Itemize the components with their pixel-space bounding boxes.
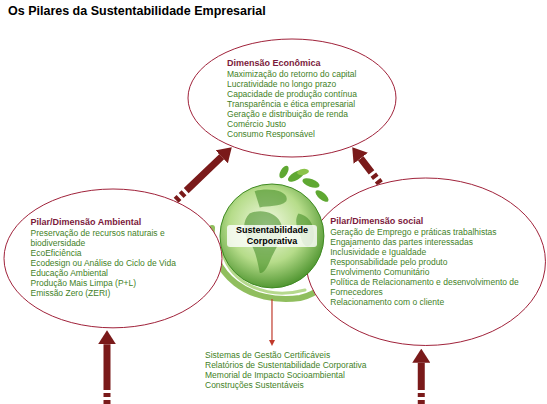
output-list: Sistemas de Gestão CertificáveisRelatóri…: [205, 350, 367, 390]
pillar-item: Emissão Zero (ZERI): [31, 288, 196, 298]
output-item: Sistemas de Gestão Certificáveis: [205, 350, 367, 360]
output-item: Memorial de Impacto Socioambiental: [205, 370, 367, 380]
pillar-item: Responsabilidade pelo produto: [330, 257, 520, 267]
pillar-item: Relacionamento com o cliente: [330, 297, 520, 307]
social-pillar: Pilar/Dimensão socialGeração de Emprego …: [305, 177, 546, 346]
pillar-item: Produção Mais Limpa (P+L): [31, 278, 196, 288]
pillar-item: Transparência e ética empresarial: [227, 99, 357, 109]
pillar-arrow: [361, 158, 380, 183]
pillar-item: Maximização do retorno do capital: [227, 69, 357, 79]
node-content: Sustentabilidade Corporativa: [227, 225, 317, 247]
pillar-arrow: [176, 157, 222, 200]
input-arrow: [418, 363, 425, 404]
pillar-item: Lucratividade no longo prazo: [227, 79, 357, 89]
pillar-item: Comércio Justo: [227, 119, 357, 129]
node-content: Dimensão EconômicaMaximização do retorno…: [227, 58, 357, 139]
output-item: Construções Sustentáveis: [205, 380, 367, 390]
globe-node: Sustentabilidade Corporativa: [219, 183, 325, 289]
pillar-heading: Pilar/Dimensão Ambiental: [31, 217, 196, 228]
pillar-item: Envolvimento Comunitário: [330, 267, 520, 277]
pillar-item: Geração de Emprego e práticas trabalhist…: [330, 227, 520, 237]
pillar-item: Capacidade de produção contínua: [227, 89, 357, 99]
pillar-item: Consumo Responsável: [227, 129, 357, 139]
economic-pillar: Dimensão EconômicaMaximização do retorno…: [187, 38, 397, 158]
pillar-item: Geração e distribuição de renda: [227, 109, 357, 119]
environmental-pillar: Pilar/Dimensão AmbientalPreservação de r…: [3, 188, 223, 329]
center-label: Sustentabilidade Corporativa: [227, 225, 317, 247]
node-content: Pilar/Dimensão socialGeração de Emprego …: [330, 216, 520, 307]
output-arrow: [271, 299, 272, 340]
pillar-item: Política de Relacionamento e desenvolvim…: [330, 277, 520, 297]
pillar-heading: Pilar/Dimensão social: [330, 216, 520, 227]
node-content: Pilar/Dimensão AmbientalPreservação de r…: [31, 217, 196, 298]
pillar-item: EcoEficiência: [31, 248, 196, 258]
pillar-item: Ecodesign ou Análise do Ciclo de Vida: [31, 258, 196, 268]
diagram-title: Os Pilares da Sustentabilidade Empresari…: [8, 4, 266, 18]
pillar-item: Preservação de recursos naturais e biodi…: [31, 228, 196, 248]
output-item: Relatórios de Sustentabilidade Corporati…: [205, 360, 367, 370]
pillar-item: Engajamento das partes interessadas: [330, 237, 520, 247]
input-arrow: [104, 344, 111, 404]
pillar-heading: Dimensão Econômica: [227, 58, 357, 69]
pillar-item: Inclusividade e Igualdade: [330, 247, 520, 257]
pillar-item: Educação Ambiental: [31, 268, 196, 278]
